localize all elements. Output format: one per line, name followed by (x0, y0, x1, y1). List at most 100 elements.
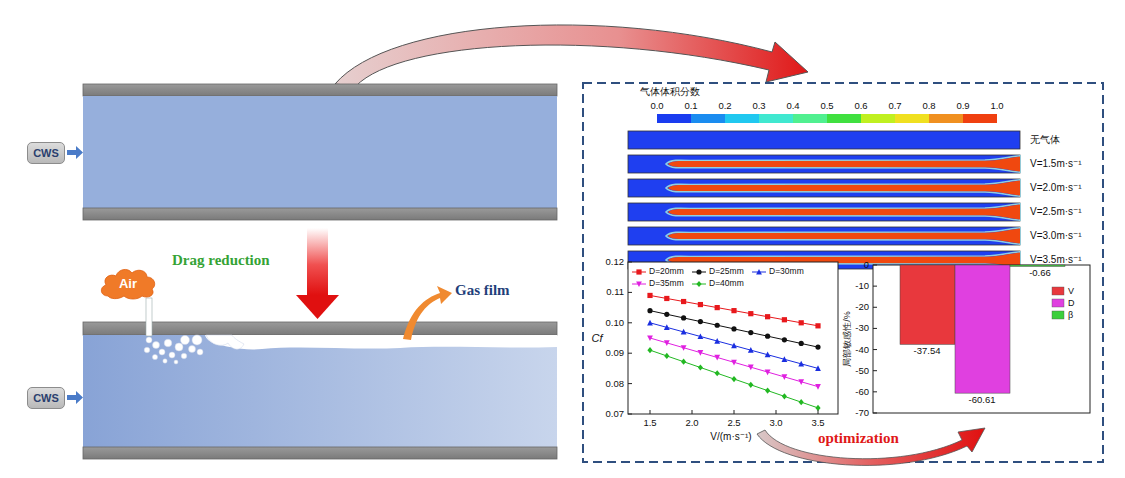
chart-mark (664, 296, 669, 301)
case-label: V=2.5m·s⁻¹ (1030, 206, 1082, 218)
chart-mark (650, 338, 818, 387)
axis-tick: 0.07 (606, 409, 625, 420)
drawn-circle (152, 354, 157, 359)
drawn-rect (929, 114, 963, 123)
axis-tick: -50 (855, 365, 869, 376)
chart-mark (815, 345, 820, 350)
chart-mark (698, 302, 703, 307)
chart-mark (628, 292, 632, 293)
chart-mark (731, 376, 736, 382)
chart-mark (799, 320, 804, 325)
colorbar-tick: 0.4 (786, 101, 799, 112)
drawn-circle (174, 360, 178, 364)
axis-tick: 0.12 (606, 257, 625, 268)
chart-mark (698, 333, 704, 339)
legend-swatch (1052, 299, 1064, 307)
drawn-rect (83, 335, 557, 447)
colorbar-tick: 1.0 (990, 101, 1003, 112)
drawn-rect (759, 114, 793, 123)
chart-mark (873, 265, 877, 266)
bar-value: -0.66 (1029, 268, 1051, 279)
chart-mark (765, 334, 770, 339)
colorbar (657, 114, 997, 123)
chart-mark (782, 337, 787, 342)
colorbar-tick: 0.3 (752, 101, 765, 112)
chart-mark (628, 262, 632, 263)
chart-mark (647, 335, 653, 341)
legend-label: D (1068, 298, 1075, 308)
cloud-outline (101, 269, 154, 299)
line-chart-frame (628, 262, 838, 414)
drawn-rect (963, 114, 997, 123)
chart-mark (731, 343, 737, 349)
bar (900, 265, 955, 344)
legend-label: D=35mm (649, 279, 684, 289)
chart-mark (873, 391, 877, 392)
colorbar-tick: 0.0 (650, 101, 663, 112)
caption-text: Drag reduction (172, 252, 270, 269)
drawn-circle (175, 343, 183, 351)
drawn-circle (181, 353, 187, 359)
drawn-use (628, 179, 1020, 197)
chart-mark (628, 322, 632, 323)
drawn-rect (827, 114, 861, 123)
chart-mark (873, 307, 877, 308)
case-label: V=2.0m·s⁻¹ (1030, 182, 1082, 194)
drawn-circle (146, 337, 152, 343)
curved-arrow (335, 25, 808, 86)
axis-tick: -30 (855, 323, 869, 334)
axis-tick: 3.0 (769, 418, 782, 429)
dashed-panel (583, 83, 1103, 462)
chart-mark (731, 308, 736, 313)
chart-mark (748, 311, 753, 316)
drawn-rect (83, 208, 557, 220)
chart-mark (765, 369, 771, 375)
bubbles (144, 335, 244, 364)
chart-mark (628, 383, 632, 384)
legend-swatch (1052, 287, 1064, 295)
chart-mark (714, 338, 720, 344)
drawn-path (67, 146, 83, 159)
chart-mark (714, 355, 720, 361)
drawn-circle (189, 346, 196, 353)
legend-label: D=25mm (709, 267, 744, 277)
case-label: V=1.5m·s⁻¹ (1030, 158, 1082, 170)
axis-tick: 0 (864, 260, 869, 271)
chart-mark (681, 359, 686, 365)
chart-mark (873, 370, 877, 371)
chart-mark (698, 364, 703, 370)
legend-label: D=30mm (769, 267, 804, 277)
axis-title: 局部敏感性/% (842, 311, 852, 367)
chart-mark (681, 345, 687, 351)
colorbar-tick: 0.2 (718, 101, 731, 112)
axis-title: V/(m·s⁻¹) (710, 431, 751, 443)
chart-mark (782, 356, 788, 362)
chart-mark (815, 323, 820, 328)
chart-mark (815, 365, 821, 371)
drawn-rect (83, 447, 557, 459)
drawn-use (628, 203, 1020, 221)
case-label: V=3.0m·s⁻¹ (1030, 230, 1082, 242)
colorbar-tick: 0.8 (922, 101, 935, 112)
colorbar-tick: 0.1 (684, 101, 697, 112)
axis-tick: -60 (855, 386, 869, 397)
chart-mark (664, 353, 669, 359)
chart-mark (734, 410, 735, 414)
chart-mark (798, 379, 804, 385)
drawn-path (403, 286, 452, 340)
colorbar-title: 气体体积分数 (640, 86, 700, 98)
callout-text: Gas film (455, 282, 510, 299)
chart-mark (628, 414, 632, 415)
cws-box: CWS (27, 142, 65, 164)
chart-mark (748, 365, 754, 371)
chart-mark (681, 299, 686, 304)
chart-mark (647, 293, 652, 298)
chart-mark (731, 326, 736, 331)
node-label: CWS (33, 147, 59, 159)
axis-tick: -20 (855, 302, 869, 313)
axis-tick: 0.09 (606, 348, 625, 359)
bar (955, 265, 1010, 393)
chart-mark (715, 323, 720, 328)
